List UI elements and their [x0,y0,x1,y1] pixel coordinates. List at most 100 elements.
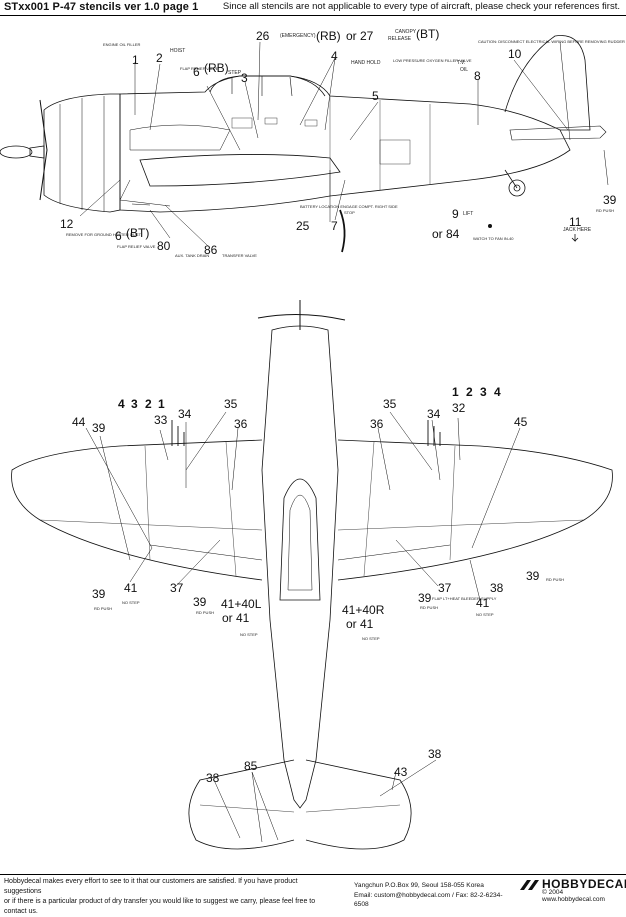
label-rd-push-mid-left: RD PUSH [196,610,214,615]
propeller-blade [39,99,48,201]
top-view-aircraft [11,300,613,850]
fuselage-side [119,75,571,213]
callout-38a: 38 [490,581,504,595]
callout-41-40l: 41+40L [221,597,262,611]
callout-36a: 36 [234,417,248,431]
callout-86: 86 [204,243,218,257]
side-leader-lines [79,41,609,247]
callout-6-rb: (RB) [204,61,229,75]
footer-line-2: or if there is a particular product of d… [4,898,316,915]
label-rd-push-left: RD PUSH [94,606,112,611]
label-tv: T.V. [457,60,465,66]
callout-41-40r: 41+40R [342,603,385,617]
callout-84: or 84 [432,227,460,241]
callout-41b: 41 [476,596,490,610]
callout-39e: 39 [526,569,540,583]
callout-7: 7 [331,219,338,233]
sheet-title: STxx001 P-47 stencils ver 1.0 page 1 [4,1,199,13]
label-hand-hold: HAND HOLD [351,60,381,66]
callout-44: 44 [72,415,86,429]
left-guns [171,420,185,446]
label-l4: 4 [118,397,125,411]
stencil-engine-oil: ENGINE OIL FILLER [103,42,141,47]
right-stabilizer [305,759,412,850]
callout-27: or 27 [346,29,374,43]
footer-contact: Yangchun P.O.Box 99, Seoul 158-055 Korea… [354,881,514,910]
callout-6b: 6 [115,229,122,243]
label-canopy: CANOPY [395,29,417,35]
hobbydecal-logo-icon [520,880,539,890]
callout-11: 11 [569,215,582,229]
right-wing [337,439,613,581]
stencil-flap-relief: FLAP RELIEF VALVE [180,66,219,71]
label-oil: OIL [460,67,468,73]
label-rd-push-right: RD PUSH [546,577,564,582]
label-no-step-center-left: NO STEP [240,632,258,637]
callout-39a: 39 [92,421,106,435]
callout-43: 43 [394,765,408,779]
label-bt: (BT) [416,27,439,41]
label-r2: 2 [466,385,473,399]
propeller-top [257,313,346,321]
callout-32: 32 [452,401,466,415]
label-l3: 3 [131,397,138,411]
marker-dot [488,224,492,228]
label-rb: (RB) [316,29,341,43]
callout-39c: 39 [193,595,207,609]
vertical-tail [504,35,591,131]
footer-email: Email: custom@hobbydecal.com / Fax: 82-2… [354,891,503,909]
side-view-aircraft [0,35,607,253]
horizontal-stab [509,125,607,141]
callout-85: 85 [244,759,258,773]
callout-36b: 36 [370,417,384,431]
callout-41a: 41 [124,581,138,595]
stencil-battery: BATTERY LOCATION ENGAGE COMPT. RIGHT SID… [300,204,398,209]
callout-12: 12 [60,217,74,231]
canopy-side [209,75,326,97]
header-divider [0,15,626,16]
label-rd-push-mid-right: RD PUSH [420,605,438,610]
callout-38c: 38 [428,747,442,761]
callout-37a: 37 [170,581,184,595]
wing-root-side [139,154,341,187]
callout-45: 45 [514,415,528,429]
callout-25: 25 [296,219,310,233]
callout-10: 10 [508,47,522,61]
stencil-caution: CAUTION: DISCONNECT ELECTRICAL WIRING BE… [478,39,625,44]
callout-35b: 35 [383,397,397,411]
canopy-top [279,478,321,601]
right-guns [427,420,441,446]
callout-37b: 37 [438,581,452,595]
stencil-low-pressure: LOW PRESSURE OXYGEN FILLER VALVE [393,58,472,63]
label-hoist: HOIST [170,48,185,54]
brand-name: HOBBYDECAL [542,877,626,891]
footer-line-1: Hobbydecal makes every effort to see to … [4,878,298,895]
callout-8: 8 [474,69,481,83]
left-stabilizer [188,759,295,850]
callout-6: 6 [193,65,200,79]
label-flap-relief-top: FLAP LT+HEAT BLEEDER SUPPLY [432,596,497,601]
callout-2: 2 [156,51,163,65]
label-r3: 3 [480,385,487,399]
spinner [0,145,33,159]
label-r1: 1 [452,385,459,399]
top-callouts: 4 3 2 1 1 2 3 4 33 34 35 36 44 32 34 35 … [72,385,564,785]
callout-33: 33 [154,413,168,427]
step-bar [339,209,346,253]
hobbydecal-logo[interactable]: HOBBYDECAL © 2004 www.hobbydecal.com [520,877,626,903]
top-leader-lines [85,411,521,843]
label-r4: 4 [494,385,501,399]
reference-note: Since all stencils are not applicable to… [222,1,620,12]
footer-address: Yangchun P.O.Box 99, Seoul 158-055 Korea [354,882,484,889]
callout-34a: 34 [178,407,192,421]
label-step: STEP [228,70,242,76]
side-callouts: 1 2 3 26 4 5 6 (RB) 8 10 12 6 (BT) 80 86… [60,27,625,258]
callout-39b: 39 [92,587,106,601]
callout-5: 5 [372,89,379,103]
label-rd-push: RD PUSH [596,208,614,213]
footer-divider [0,874,626,875]
label-no-step-center-right: NO STEP [362,636,380,641]
label-no-step-right: NO STEP [476,612,494,617]
label-release: RELEASE [388,36,412,42]
